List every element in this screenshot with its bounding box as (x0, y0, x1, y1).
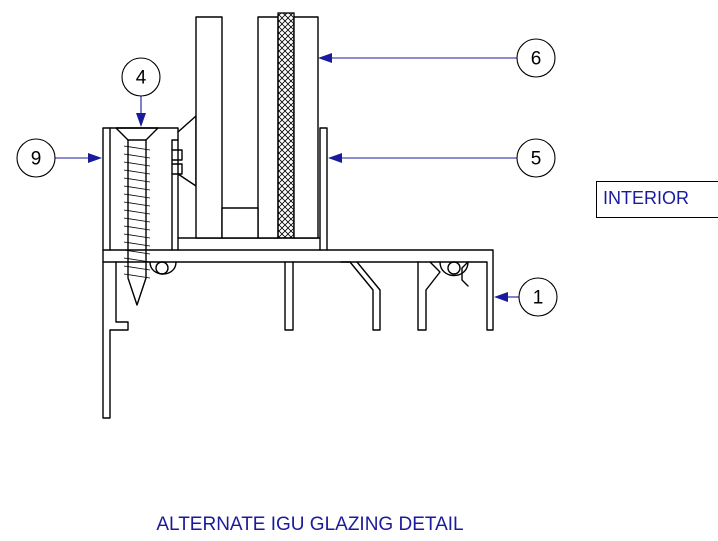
callout-6-label: 6 (531, 49, 542, 70)
callout-6: 6 (516, 38, 556, 78)
frame-extrusion (102, 249, 494, 419)
callout-5-label: 5 (531, 149, 542, 170)
callout-9-label: 9 (31, 149, 42, 170)
screw (115, 127, 159, 306)
insulated-glass-unit (195, 12, 319, 239)
interior-label-box: INTERIOR (596, 181, 718, 218)
callout-5: 5 (516, 138, 556, 178)
callout-9: 9 (16, 138, 56, 178)
callout-4: 4 (121, 57, 161, 97)
glazing-gasket (171, 115, 197, 187)
callout-4-label: 4 (136, 68, 147, 89)
interior-label: INTERIOR (603, 188, 690, 208)
callout-1: 1 (518, 277, 558, 317)
drawing-title: ALTERNATE IGU GLAZING DETAIL (156, 514, 464, 535)
callout-leaders (55, 53, 519, 302)
callout-1-label: 1 (533, 288, 544, 309)
